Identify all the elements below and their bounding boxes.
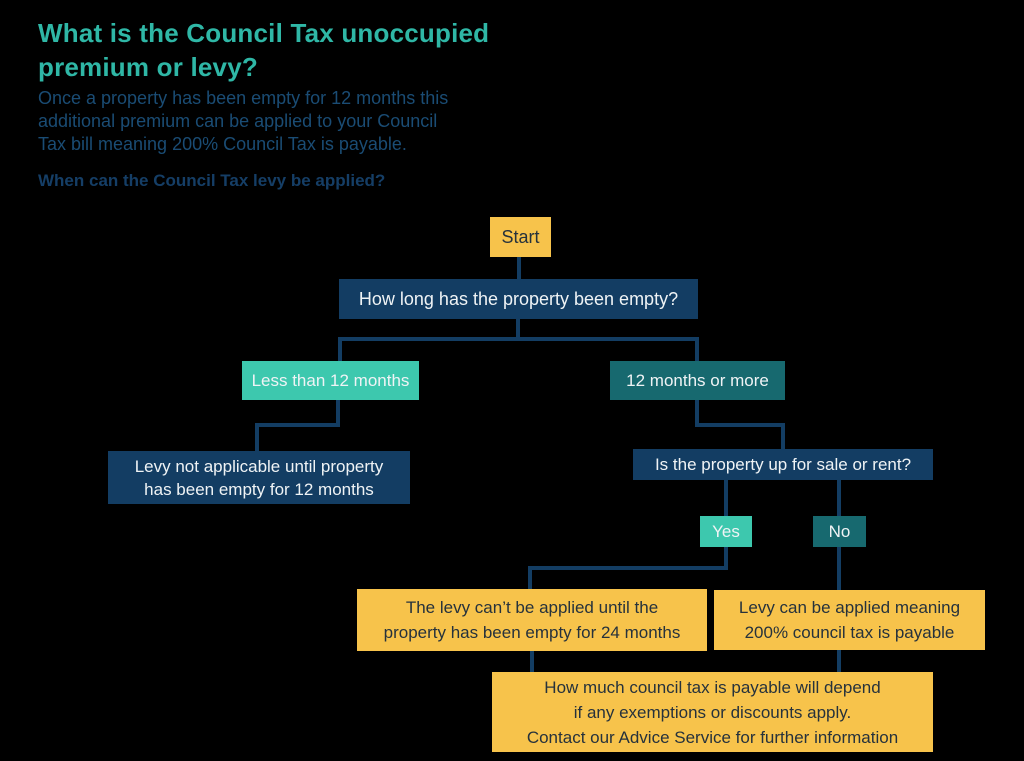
node-levy-can-be-applied: Levy can be applied meaning 200% council… (714, 590, 985, 650)
connector-start-to-how-long (517, 255, 521, 281)
node-no: No (813, 516, 866, 547)
connector-branch-left-drop (338, 337, 342, 363)
connector-yes-elbow-horizontal (528, 566, 728, 570)
connector-to-sale-or-rent (781, 423, 785, 450)
connector-more12-stem (695, 400, 699, 425)
connector-branch-right-drop (695, 337, 699, 363)
connector-to-levy-cant (528, 566, 532, 590)
node-yes: Yes (700, 516, 752, 547)
connector-less12-stem (336, 400, 340, 425)
node-question-sale-or-rent: Is the property up for sale or rent? (633, 449, 933, 480)
node-contact-advice-info: How much council tax is payable will dep… (492, 672, 933, 752)
connector-yes-stem (724, 547, 728, 568)
node-levy-not-applicable: Levy not applicable until property has b… (108, 451, 410, 504)
connector-no-to-levy-can (837, 547, 841, 591)
connector-levy-can-to-info (837, 650, 841, 673)
node-question-how-long-empty: How long has the property been empty? (339, 279, 698, 319)
connector-to-levy-not-applicable (255, 423, 259, 452)
connector-to-yes (724, 480, 728, 516)
section-question: When can the Council Tax levy be applied… (38, 171, 386, 190)
connector-more12-elbow-horizontal (695, 423, 785, 427)
connector-branch-horizontal (338, 337, 699, 341)
node-less-than-12-months: Less than 12 months (242, 361, 419, 400)
connector-to-no (837, 480, 841, 516)
node-12-months-or-more: 12 months or more (610, 361, 785, 400)
connector-how-long-stem (516, 319, 520, 339)
node-start: Start (490, 217, 551, 257)
node-levy-cant-be-applied: The levy can’t be applied until the prop… (357, 589, 707, 651)
connector-levy-cant-to-info (530, 651, 534, 673)
connector-less12-elbow-horizontal (255, 423, 340, 427)
intro-text: Once a property has been empty for 12 mo… (38, 88, 449, 154)
page-title: What is the Council Tax unoccupied premi… (38, 18, 490, 82)
